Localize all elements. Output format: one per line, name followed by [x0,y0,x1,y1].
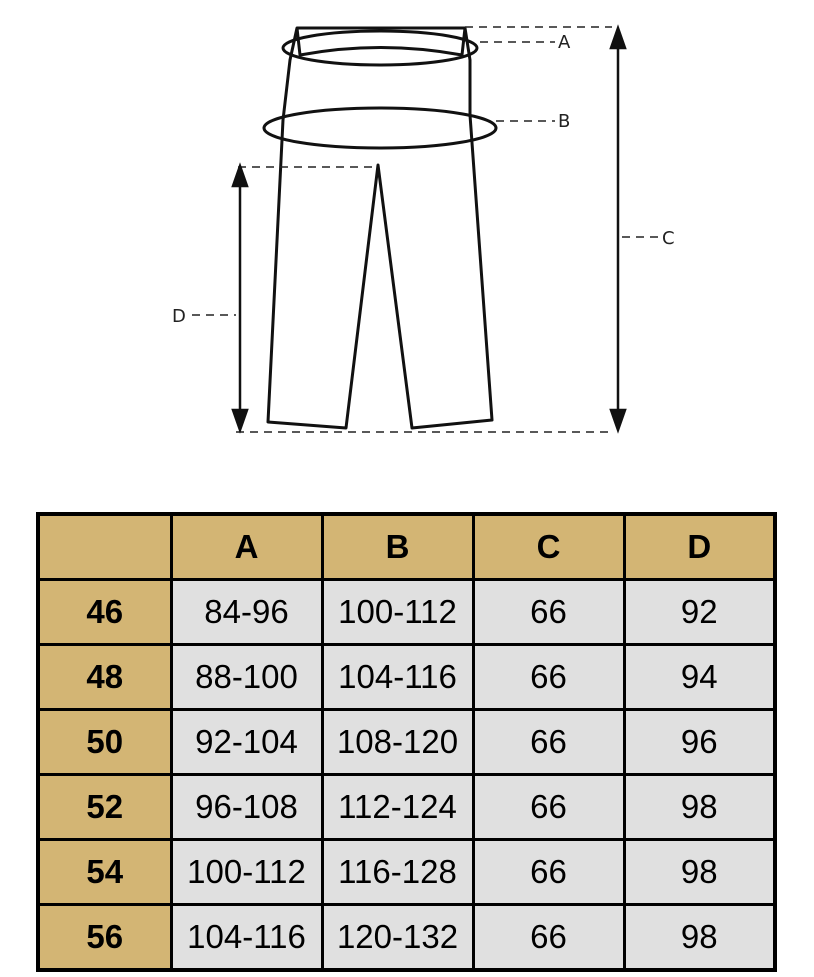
cell-d: 98 [622,838,777,906]
cell-a: 100-112 [169,838,324,906]
cell-c: 66 [471,838,626,906]
cell-a: 84-96 [169,578,324,646]
label-a: A [558,32,571,53]
table-row: 48 88-100 104-116 66 94 [36,643,777,711]
cell-d: 96 [622,708,777,776]
cell-b: 108-120 [320,708,475,776]
cell-c: 66 [471,643,626,711]
header-d: D [622,512,777,581]
size-cell: 52 [36,773,173,841]
label-b: B [558,111,570,132]
size-cell: 48 [36,643,173,711]
cell-a: 88-100 [169,643,324,711]
table-row: 52 96-108 112-124 66 98 [36,773,777,841]
pants-outline [266,26,494,430]
cell-b: 104-116 [320,643,475,711]
size-cell: 56 [36,903,173,972]
cell-c: 66 [471,578,626,646]
size-cell: 54 [36,838,173,906]
cell-c: 66 [471,773,626,841]
cell-d: 92 [622,578,777,646]
measure-arrows [231,24,627,434]
header-b: B [320,512,475,581]
table-row: 46 84-96 100-112 66 92 [36,578,777,646]
cell-b: 116-128 [320,838,475,906]
table-row: 50 92-104 108-120 66 96 [36,708,777,776]
label-d: D [172,306,186,327]
waist-loop [281,29,479,67]
hip-loop [262,106,498,150]
cell-a: 92-104 [169,708,324,776]
header-a: A [169,512,324,581]
cell-b: 120-132 [320,903,475,972]
table-row: 54 100-112 116-128 66 98 [36,838,777,906]
cell-a: 104-116 [169,903,324,972]
cell-d: 94 [622,643,777,711]
cell-d: 98 [622,773,777,841]
header-size [36,512,173,581]
size-chart-table: A B C D 46 84-96 100-112 66 92 48 88-100… [36,512,777,972]
cell-c: 66 [471,903,626,972]
cell-c: 66 [471,708,626,776]
header-row: A B C D [36,512,777,581]
cell-d: 98 [622,903,777,972]
table-row: 56 104-116 120-132 66 98 [36,903,777,972]
pants-measurement-diagram: A B C D [172,24,675,434]
size-cell: 46 [36,578,173,646]
header-c: C [471,512,626,581]
cell-b: 100-112 [320,578,475,646]
cell-a: 96-108 [169,773,324,841]
size-cell: 50 [36,708,173,776]
dashed-guides [192,26,658,433]
cell-b: 112-124 [320,773,475,841]
label-c: C [662,228,675,249]
